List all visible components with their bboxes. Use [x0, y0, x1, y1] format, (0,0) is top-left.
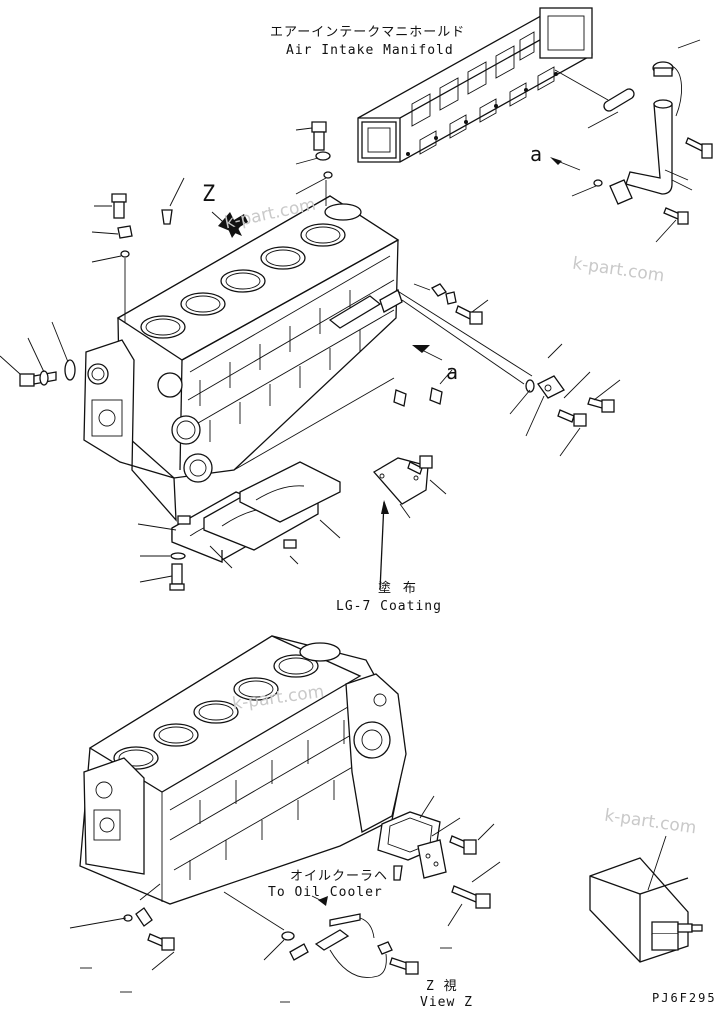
view-z-arrow [218, 212, 248, 236]
cylinder-block-upper [83, 195, 533, 522]
manifold-label-jp: エアーインテークマニホールド [270, 25, 466, 40]
upper-fittings [91, 121, 333, 322]
cylinder-block-lower [69, 635, 501, 1003]
drawing-code: PJ6F295 [652, 991, 717, 1005]
oil-cooler-label-en: To Oil Cooler [268, 885, 383, 900]
left-bolts [0, 321, 76, 387]
reference-a-middle: a [446, 360, 459, 384]
air-intake-manifold [357, 7, 593, 163]
breather-parts [550, 39, 713, 243]
reference-a-top: a [530, 142, 543, 166]
view-z-detail [589, 835, 703, 963]
oil-cooler-label-jp: オイルクーラヘ [290, 869, 389, 884]
side-cover-parts [372, 283, 621, 591]
manifold-label-en: Air Intake Manifold [286, 43, 454, 58]
view-z-label-en: View Z [420, 995, 473, 1010]
view-z-label-jp: Z 視 [426, 979, 458, 994]
bearing-caps [137, 461, 341, 591]
coating-label-en: LG-7 Coating [336, 599, 442, 614]
coating-label-jp: 塗 布 [378, 581, 418, 596]
view-z-letter: Z [202, 182, 216, 207]
